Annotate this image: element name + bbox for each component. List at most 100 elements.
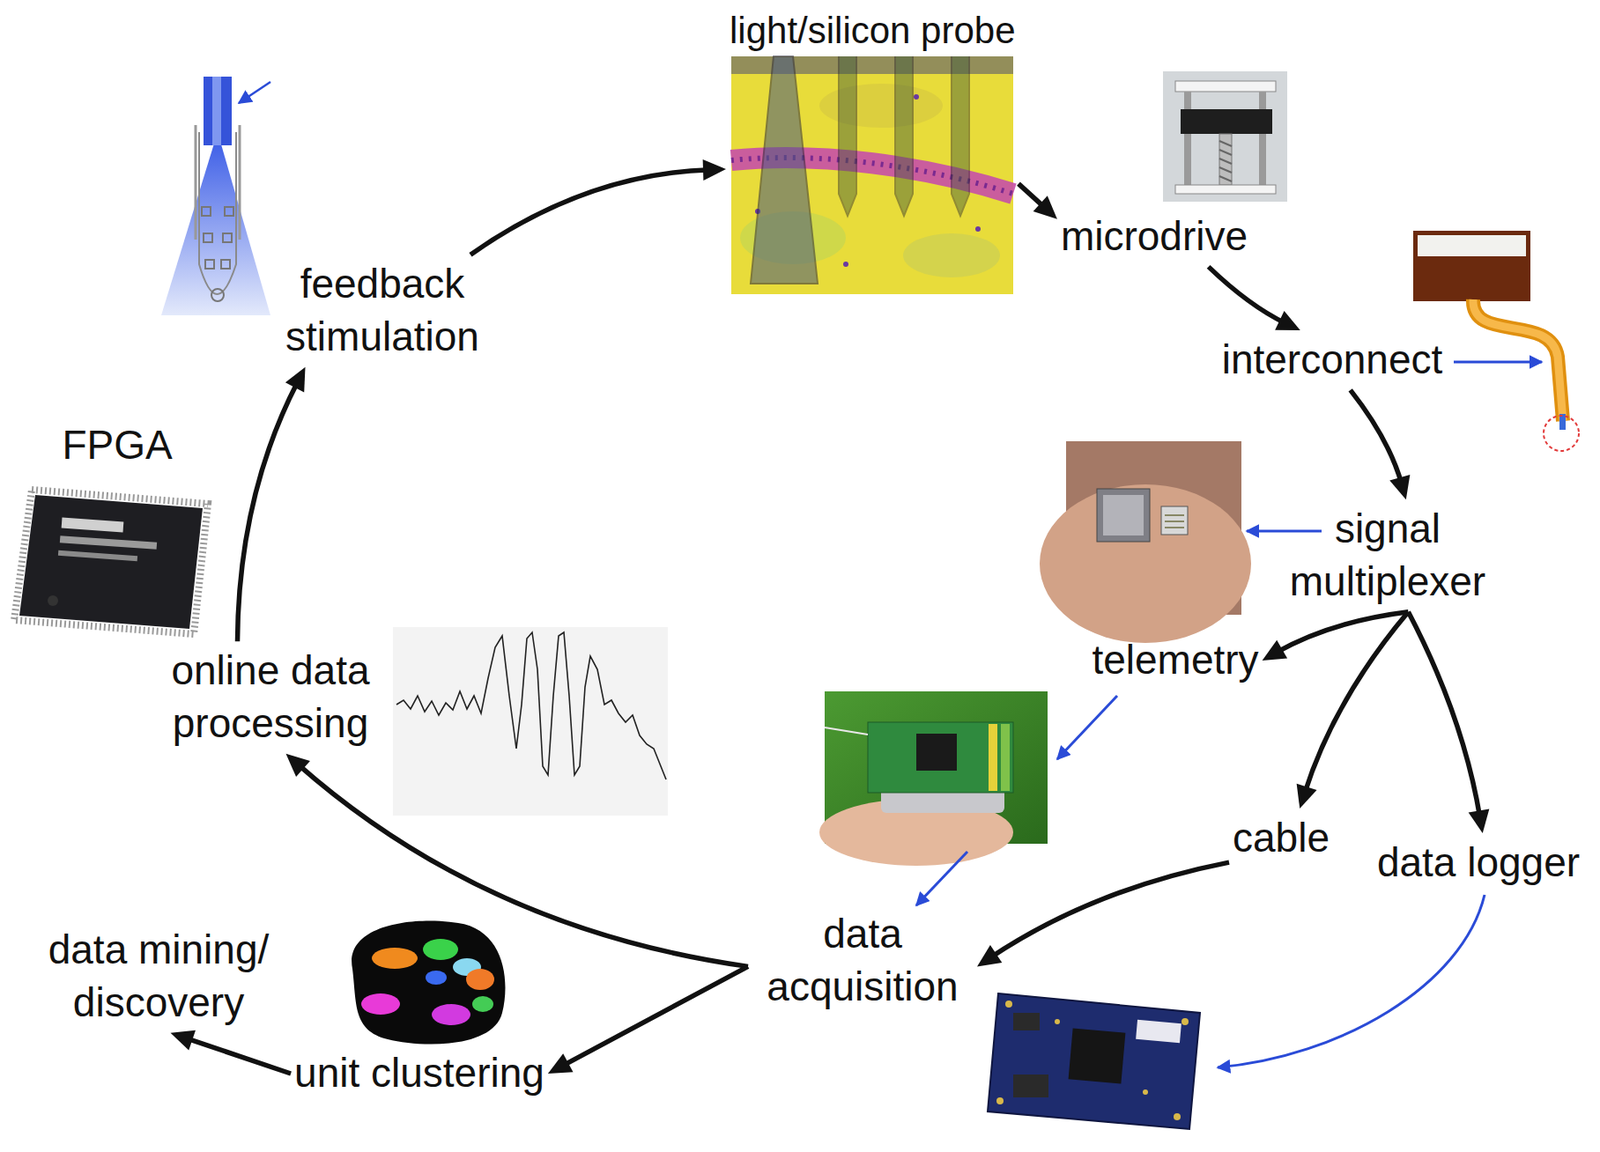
flow-line: [185, 1038, 291, 1075]
node-label: online data processing: [163, 644, 378, 751]
stage-node: signal multiplexer: [1273, 499, 1503, 613]
pointer-arrow: [1217, 895, 1485, 1068]
stage-node: feedback stimulation: [272, 254, 493, 368]
node-label: data acquisition: [751, 908, 974, 1015]
top-plate: [1175, 81, 1276, 92]
pointer-arrow: [1246, 530, 1322, 534]
flow-arrow: [1296, 612, 1409, 809]
pointer-arrow: [238, 81, 271, 104]
node-label: feedback stimulation: [275, 258, 489, 364]
arrow-head: [170, 1030, 196, 1052]
flow-arrow: [470, 159, 726, 255]
flow-line: [562, 966, 749, 1067]
stage-node: cable: [1229, 808, 1334, 869]
board-label: [1135, 1020, 1182, 1044]
flow-arrow: [548, 966, 749, 1075]
cluster: [425, 970, 447, 986]
fpga-chip: [14, 489, 208, 635]
flow-arrow: [977, 862, 1230, 967]
arrow-head: [286, 754, 311, 778]
flow-line: [1208, 266, 1287, 324]
highlight-circle: [1543, 415, 1579, 452]
connector-body: [1413, 230, 1531, 302]
node-label: telemetry: [1091, 634, 1259, 688]
tissue-patch: [903, 233, 1000, 278]
site: [221, 259, 230, 269]
node-label: unit clustering: [294, 1047, 545, 1101]
lfp-trace: [392, 627, 668, 816]
stage-node: telemetry: [1088, 630, 1262, 691]
chip-pads: [1164, 515, 1185, 528]
logger-board: [987, 895, 1485, 1130]
flow-line: [1350, 390, 1402, 485]
chip-marking: [59, 535, 157, 550]
tissue-ground: [731, 56, 1014, 295]
drive-ground: [1162, 71, 1288, 202]
node-label: data logger: [1377, 837, 1580, 890]
site: [224, 207, 234, 216]
stage-node: interconnect: [1218, 330, 1447, 391]
pointer-arrow: [1057, 696, 1118, 760]
site: [211, 288, 224, 302]
pointer-arrow: [916, 851, 968, 906]
flow-arrow: [1350, 390, 1411, 500]
part-label: FPGA: [61, 419, 172, 473]
small-chip: [1161, 506, 1188, 535]
chip-pins: [14, 489, 208, 635]
cluster: [361, 993, 400, 1015]
flow-arrow: [1208, 266, 1301, 331]
pin-one-dot: [47, 595, 59, 607]
site: [203, 233, 213, 243]
flow-arrow: [1018, 184, 1058, 220]
pad: [996, 1097, 1004, 1105]
pointer-arrow: [1453, 361, 1542, 364]
pad: [1142, 1089, 1149, 1096]
circuit-board: [867, 722, 1014, 793]
chip: [1096, 488, 1150, 542]
probe-shank: [951, 56, 970, 216]
chip: [916, 733, 957, 771]
cluster: [422, 939, 459, 961]
light-cone: [161, 132, 271, 316]
pad: [1005, 1000, 1013, 1008]
pad: [1173, 1113, 1181, 1121]
optic-fiber: [203, 76, 232, 146]
stripe: [988, 724, 998, 792]
flow-arrow: [1407, 612, 1489, 834]
chip-body: [19, 495, 203, 630]
cluster: [466, 969, 495, 991]
flow-line: [470, 170, 711, 256]
cell: [975, 226, 981, 232]
node-label: light/silicon probe: [729, 7, 1015, 56]
cluster: [371, 948, 418, 970]
post: [1259, 91, 1267, 187]
sleeve-line: [238, 125, 242, 240]
optrode-drawing: [161, 76, 271, 316]
cell: [913, 94, 919, 100]
screw-thread: [1219, 140, 1232, 182]
arrow-head: [703, 159, 726, 181]
flex-cable: [1473, 299, 1563, 422]
stage-node: data mining/ discovery: [39, 920, 278, 1034]
node-label: cable: [1232, 812, 1330, 866]
waveform: [396, 632, 667, 780]
flow-line: [237, 381, 299, 642]
chip-marking: [61, 518, 125, 534]
connector: [1013, 1013, 1040, 1031]
sleeve-line: [194, 125, 198, 240]
microdrive-drawing: [1162, 71, 1288, 202]
chip-die: [1103, 495, 1144, 536]
stage-node: unit clustering: [290, 1044, 549, 1104]
cluster: [472, 996, 494, 1013]
flow-arrow: [170, 1030, 292, 1075]
arrow-head: [1468, 808, 1490, 834]
node-label: signal multiplexer: [1276, 503, 1499, 609]
cluster-ground: [351, 921, 505, 1045]
probe-histology: [731, 56, 1014, 295]
flow-line: [990, 862, 1230, 958]
site: [222, 233, 232, 243]
arrow-head: [1262, 640, 1289, 661]
cluster-plot: [351, 921, 505, 1045]
